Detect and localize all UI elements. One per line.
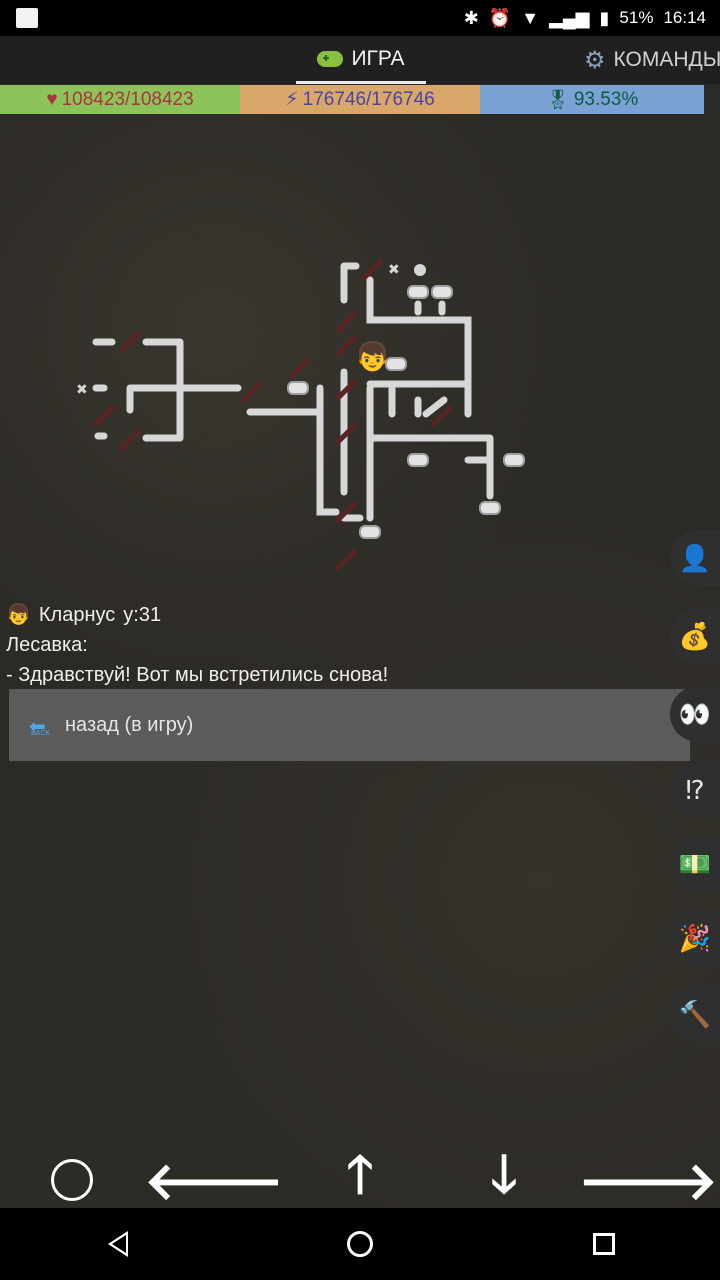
experience-value: 93.53% <box>573 88 639 110</box>
recents-square-icon <box>593 1233 615 1255</box>
hammer-button[interactable]: 🔨 <box>670 986 720 1042</box>
question-button[interactable]: ⁉ <box>670 762 720 818</box>
movement-controls: 🡐 🡑 🡓 🡒 <box>0 1146 720 1211</box>
home-circle-icon <box>347 1231 373 1257</box>
heart-icon: ♥ <box>46 88 58 110</box>
back-button-label: назад (в игру) <box>65 713 194 736</box>
money-bag-button[interactable]: 💰 <box>670 608 720 664</box>
money-button[interactable]: 💵 <box>670 836 720 892</box>
status-right: ✱ ⏰ ▼ ▂▄▆ ▮ 51% 16:14 <box>464 0 706 36</box>
move-right-button[interactable]: 🡒 <box>578 1152 717 1211</box>
tab-bar: ИГРА ⚙ КОМАНДЫ <box>0 36 720 84</box>
back-to-game-button[interactable]: ⬅BACK назад (в игру) <box>9 689 690 761</box>
experience-stat: 🎖 93.53% <box>480 85 704 114</box>
tab-game[interactable]: ИГРА <box>296 36 426 84</box>
back-icon: ⬅BACK <box>29 716 51 738</box>
arrow-right-icon: 🡒 <box>578 1152 718 1211</box>
gear-icon: ⚙ <box>584 46 606 74</box>
player-line: 👦 Кларнус у:31 <box>6 600 388 630</box>
eyes-icon: 👀 <box>678 698 712 729</box>
person-icon: 👤 <box>678 542 712 573</box>
game-area: ✖ ✖ 👦 👦 Кларнус у:31 Лесавка: - Здравств… <box>0 114 720 1208</box>
signal-icon: ▂▄▆ <box>549 7 590 28</box>
clock: 16:14 <box>663 8 706 27</box>
person-button[interactable]: 👤 <box>670 530 720 586</box>
nav-recents-button[interactable] <box>568 1208 640 1280</box>
gamepad-icon <box>317 50 344 67</box>
hammer-icon: 🔨 <box>678 998 712 1029</box>
nav-home-button[interactable] <box>324 1208 396 1280</box>
health-stat: ♥ 108423/108423 <box>0 85 240 114</box>
chat-log: 👦 Кларнус у:31 Лесавка: - Здравствуй! Во… <box>6 600 388 690</box>
money-bag-icon: 💰 <box>678 620 712 651</box>
action-button[interactable] <box>40 1152 104 1208</box>
lightning-icon: ⚡ <box>285 89 299 110</box>
notification-icon <box>16 8 38 28</box>
npc-message: - Здравствуй! Вот мы встретились снова! <box>6 664 389 686</box>
svg-text:✖: ✖ <box>76 382 88 398</box>
stats-bar: ♥ 108423/108423 ⚡ 176746/176746 🎖 93.53% <box>0 85 720 114</box>
tab-teams-label: КОМАНДЫ <box>613 48 720 71</box>
player-name: Кларнус <box>38 604 116 626</box>
npc-name: Лесавка: <box>6 634 88 656</box>
energy-stat: ⚡ 176746/176746 <box>240 85 480 114</box>
experience-bar-rest <box>704 85 720 114</box>
move-left-button[interactable]: 🡐 <box>144 1152 283 1211</box>
move-up-button[interactable]: 🡑 <box>328 1146 392 1208</box>
svg-text:✖: ✖ <box>388 262 400 278</box>
nav-back-button[interactable] <box>82 1208 154 1280</box>
medal-icon: 🎖 <box>545 89 570 111</box>
alarm-icon: ⏰ <box>488 7 512 28</box>
battery-icon: ▮ <box>599 7 610 28</box>
party-popper-icon: 🎉 <box>678 922 712 953</box>
battery-percent: 51% <box>619 8 654 27</box>
wifi-icon: ▼ <box>521 7 540 28</box>
player-avatar-icon: 👦 <box>6 604 31 626</box>
energy-value: 176746/176746 <box>302 88 435 110</box>
move-down-button[interactable]: 🡓 <box>472 1146 536 1208</box>
back-triangle-icon <box>108 1231 128 1257</box>
health-value: 108423/108423 <box>61 88 194 110</box>
eyes-button[interactable]: 👀 <box>670 686 720 742</box>
status-bar: ✱ ⏰ ▼ ▂▄▆ ▮ 51% 16:14 <box>0 0 720 36</box>
party-button[interactable]: 🎉 <box>670 910 720 966</box>
tab-teams[interactable]: ⚙ КОМАНДЫ <box>584 36 720 84</box>
money-icon: 💵 <box>678 848 712 879</box>
question-exclamation-icon: ⁉ <box>685 774 705 805</box>
arrow-left-icon: 🡐 <box>144 1152 284 1211</box>
tab-game-label: ИГРА <box>351 46 405 70</box>
bluetooth-icon: ✱ <box>463 7 479 28</box>
player-level: у:31 <box>123 604 162 626</box>
arrow-up-icon: 🡑 <box>346 1145 374 1204</box>
dungeon-map: ✖ ✖ 👦 <box>76 259 525 571</box>
player-marker-icon: 👦 <box>355 340 390 373</box>
circle-icon <box>51 1159 93 1201</box>
arrow-down-icon: 🡓 <box>490 1145 518 1204</box>
android-nav-bar <box>0 1208 720 1280</box>
